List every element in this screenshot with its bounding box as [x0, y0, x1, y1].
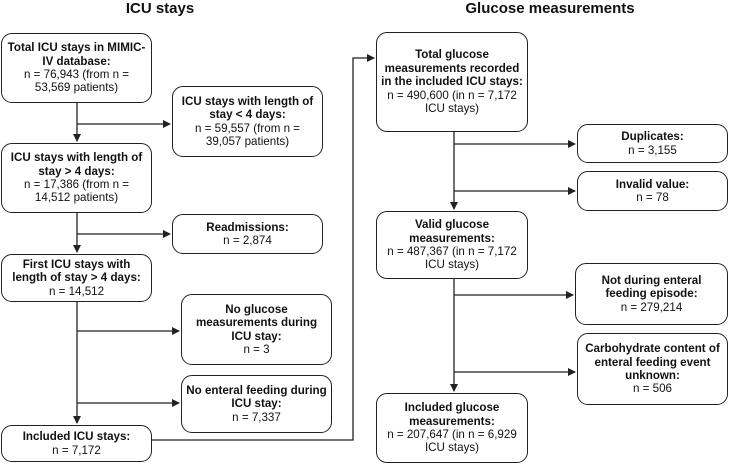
- box-detail: n = 3: [243, 342, 270, 356]
- box-detail: n = 7,172: [52, 443, 101, 457]
- box-heading: First ICU stays with length of stay > 4 …: [12, 257, 141, 285]
- box-heading: Included ICU stays:: [22, 430, 131, 444]
- box-detail: n = 207,647 (in n = 6,929 ICU stays): [387, 428, 517, 455]
- box-heading: Invalid value:: [615, 177, 690, 191]
- included-icu-stays-box: Included ICU stays: n = 7,172: [1, 425, 152, 462]
- box-detail: n = 487,367 (in n = 7,172 ICU stays): [387, 245, 517, 272]
- box-detail: n = 506: [632, 382, 672, 396]
- box-detail: n = 490,600 (in n = 7,172 ICU stays): [387, 88, 517, 116]
- box-detail: n = 279,214: [620, 300, 683, 314]
- box-heading: ICU stays with length of stay > 4 days:: [10, 151, 143, 178]
- box-detail: n = 17,386 (from n = 14,512 patients): [23, 178, 130, 205]
- arrow-included-stays-to-total-glucose: [152, 54, 375, 441]
- box-heading: Not during enteral feeding episode:: [601, 273, 702, 301]
- carb-unknown-box: Carbohydrate content of enteral feeding …: [577, 333, 728, 405]
- box-detail: n = 14,512: [48, 284, 105, 298]
- box-heading: Total glucose measurements recorded in t…: [381, 48, 523, 89]
- box-detail: n = 2,874: [223, 234, 272, 247]
- box-heading: Carbohydrate content of enteral feeding …: [585, 342, 720, 382]
- box-detail: n = 3,155: [628, 143, 677, 157]
- no-enteral-box: No enteral feeding during ICU stay: n = …: [181, 375, 332, 433]
- box-detail: n = 76,943 (from n = 53,569 patients): [23, 68, 130, 95]
- los-under-4-box: ICU stays with length of stay < 4 days: …: [172, 86, 323, 157]
- included-glucose-box: Included glucose measurements: n = 207,6…: [376, 393, 528, 463]
- total-icu-stays-box: Total ICU stays in MIMIC-IV database: n …: [1, 33, 152, 103]
- total-glucose-box: Total glucose measurements recorded in t…: [376, 32, 528, 132]
- first-icu-stays-box: First ICU stays with length of stay > 4 …: [1, 254, 152, 302]
- no-glucose-box: No glucose measurements during ICU stay:…: [181, 294, 332, 365]
- right-column-title: Glucose measurements: [465, 0, 635, 17]
- box-heading: Total ICU stays in MIMIC-IV database:: [7, 41, 146, 68]
- box-heading: No glucose measurements during ICU stay:: [195, 302, 318, 343]
- duplicates-box: Duplicates: n = 3,155: [577, 124, 728, 163]
- box-detail: n = 78: [636, 191, 669, 204]
- box-detail: n = 7,337: [232, 410, 281, 424]
- los-over-4-box: ICU stays with length of stay > 4 days: …: [1, 143, 152, 213]
- box-heading: Duplicates:: [621, 130, 684, 144]
- readmissions-box: Readmissions: n = 2,874: [172, 214, 323, 254]
- box-heading: ICU stays with length of stay < 4 days:: [181, 94, 314, 122]
- box-heading: Valid glucose measurements:: [409, 218, 495, 245]
- box-heading: Included glucose measurements:: [404, 401, 500, 428]
- box-heading: No enteral feeding during ICU stay:: [186, 383, 327, 411]
- box-heading: Readmissions:: [206, 220, 289, 234]
- left-column-title: ICU stays: [125, 0, 195, 17]
- valid-glucose-box: Valid glucose measurements: n = 487,367 …: [376, 211, 528, 279]
- invalid-value-box: Invalid value: n = 78: [577, 171, 728, 211]
- box-detail: n = 59,557 (from n = 39,057 patients): [194, 121, 301, 148]
- not-enteral-box: Not during enteral feeding episode: n = …: [575, 263, 728, 325]
